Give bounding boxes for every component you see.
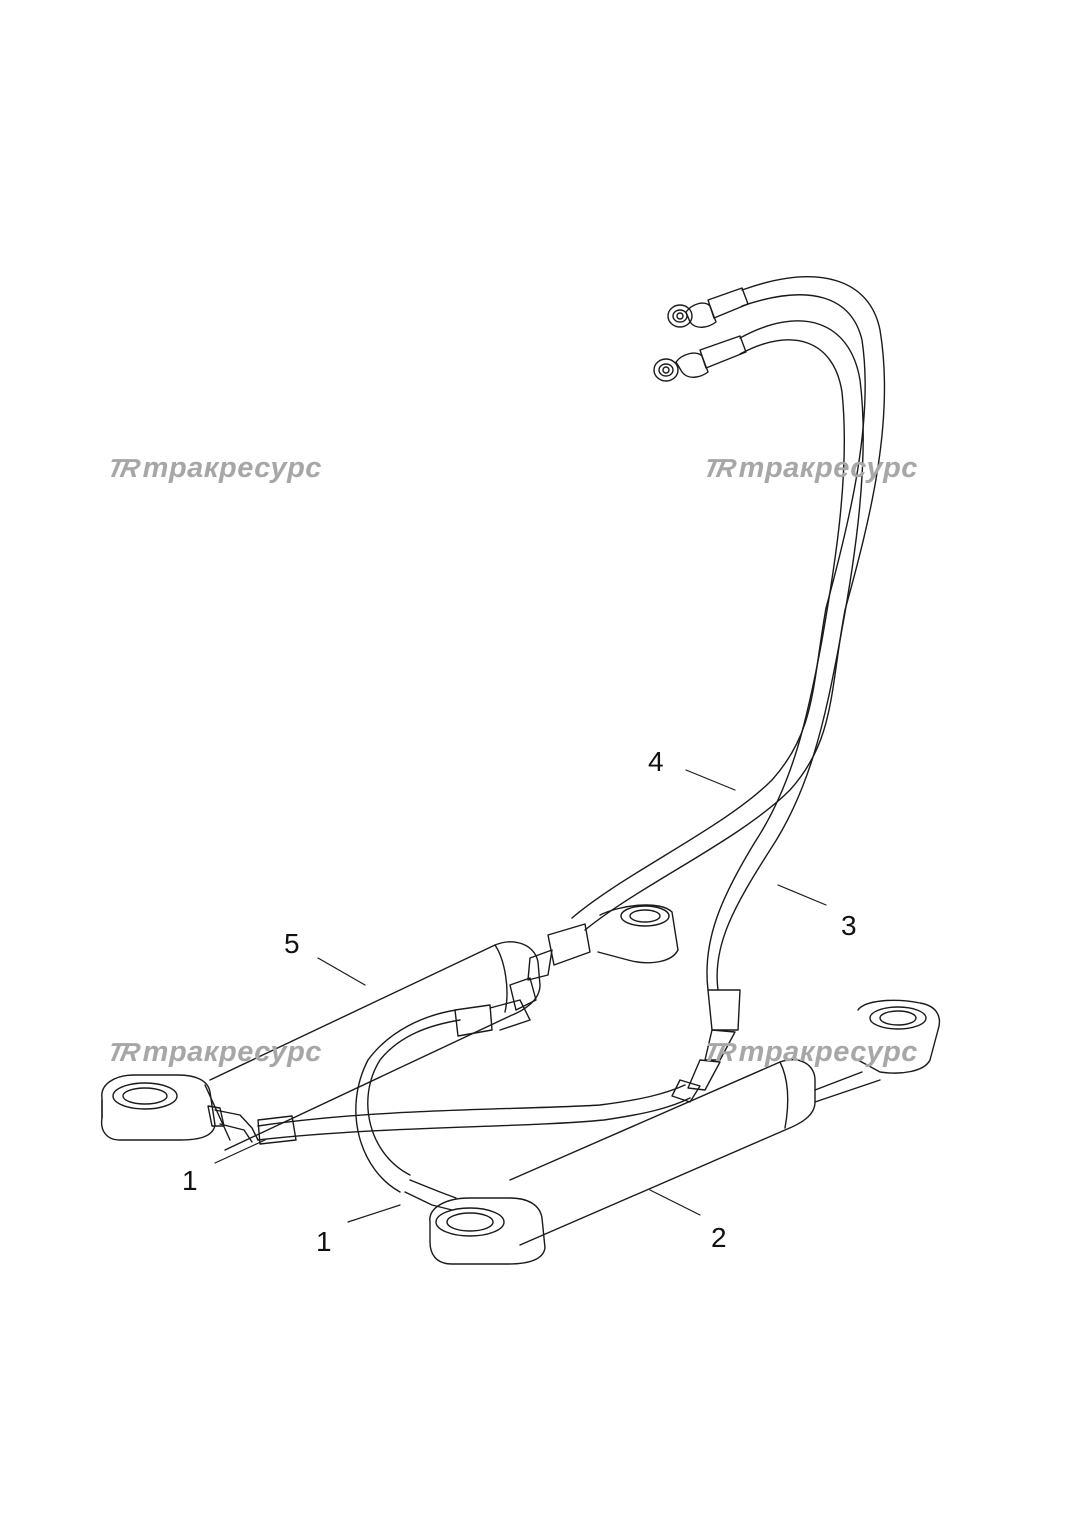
callout-hose-4: 4	[648, 746, 664, 777]
hose-1-lower	[355, 999, 531, 1211]
watermark-text: тракресурс	[142, 1036, 322, 1068]
watermark-text: тракресурс	[738, 452, 918, 484]
callout-hose-1-upper: 1	[182, 1165, 198, 1196]
cylinder-5	[100, 904, 679, 1151]
top-fitting-upper	[667, 287, 749, 328]
watermark: TR тракресурс	[700, 452, 918, 485]
watermark: TR тракресурс	[104, 1036, 322, 1069]
callout-cylinder-2: 2	[711, 1222, 727, 1253]
watermark-logo: TR	[104, 1037, 140, 1067]
leader-lines	[214, 769, 827, 1223]
watermark: TR тракресурс	[104, 452, 322, 485]
hose-3	[706, 320, 864, 991]
watermark-logo: TR	[104, 453, 140, 483]
hose-3-end-fitting	[671, 989, 741, 1103]
watermark-text: тракресурс	[738, 1036, 918, 1068]
hose-1-upper	[207, 1084, 691, 1145]
watermark-logo: TR	[700, 453, 736, 483]
callout-cylinder-5: 5	[284, 928, 300, 959]
watermark-text: тракресурс	[142, 452, 322, 484]
top-fitting-lower	[653, 335, 747, 382]
cylinder-2	[429, 999, 941, 1265]
watermark: TR тракресурс	[700, 1036, 918, 1069]
callout-hose-1-lower: 1	[316, 1226, 332, 1257]
watermark-logo: TR	[700, 1037, 736, 1067]
callout-hose-3: 3	[841, 910, 857, 941]
hose-4-end-fitting	[509, 923, 591, 1011]
